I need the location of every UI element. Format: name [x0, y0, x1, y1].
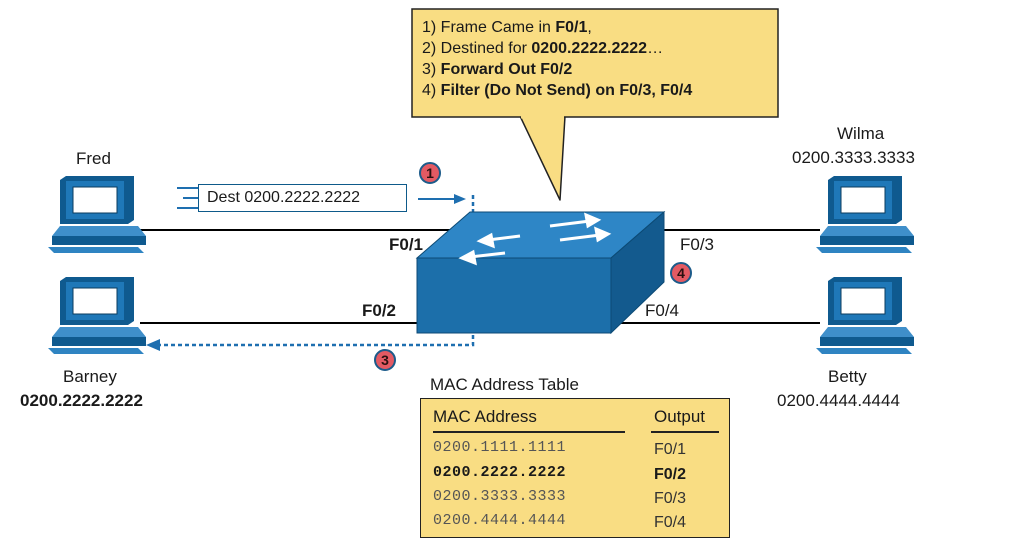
step-badge-1: 1 [419, 162, 441, 184]
callout-box [411, 8, 779, 118]
frame-label: Dest 0200.2222.2222 [198, 184, 407, 212]
barney-label: Barney [63, 367, 117, 386]
fred-label: Fred [76, 149, 111, 168]
port-f03-label: F0/3 [680, 235, 715, 254]
table-row-output: F0/3 [654, 490, 687, 507]
table-row-mac: 0200.1111.1111 [433, 439, 567, 456]
table-row-mac: 0200.4444.4444 [433, 512, 567, 529]
step-badge-3: 3 [374, 349, 396, 371]
wilma-label: Wilma [837, 124, 885, 143]
callout-line-3: 3) Forward Out F0/2 [422, 61, 573, 78]
switch-icon [415, 210, 666, 335]
wilma-mac: 0200.3333.3333 [792, 148, 915, 167]
table-row-output: F0/1 [654, 441, 687, 458]
step-badge-4: 4 [670, 262, 692, 284]
table-row-output: F0/4 [654, 514, 687, 531]
port-f01-label: F0/1 [389, 235, 424, 254]
port-f04-label: F0/4 [645, 301, 680, 320]
betty-label: Betty [828, 367, 867, 386]
output-column-header: Output [654, 407, 706, 426]
port-f02-label: F0/2 [362, 301, 397, 320]
betty-computer-icon [815, 276, 915, 355]
table-row-mac: 0200.2222.2222 [433, 464, 567, 481]
mac-table-title: MAC Address Table [430, 375, 579, 394]
table-row-output: F0/2 [654, 466, 687, 483]
callout-line-2: 2) Destined for 0200.2222.2222… [422, 40, 664, 57]
table-row-mac: 0200.3333.3333 [433, 488, 567, 505]
logic-callout: 1) Frame Came in F0/1, 2) Destined for 0… [412, 9, 778, 117]
callout-line-4: 4) Filter (Do Not Send) on F0/3, F0/4 [422, 82, 693, 99]
forward-arrowhead [146, 339, 160, 351]
betty-mac: 0200.4444.4444 [777, 391, 900, 410]
callout-pointer [519, 115, 566, 201]
barney-mac: 0200.2222.2222 [20, 391, 143, 410]
barney-computer-icon [47, 276, 147, 355]
mac-address-table: MAC Address Output 0200.1111.1111 F0/1 0… [420, 398, 730, 538]
mac-column-header: MAC Address [433, 407, 537, 426]
wilma-computer-icon [815, 175, 915, 254]
callout-line-1: 1) Frame Came in F0/1, [422, 19, 592, 36]
fred-computer-icon [47, 175, 147, 254]
